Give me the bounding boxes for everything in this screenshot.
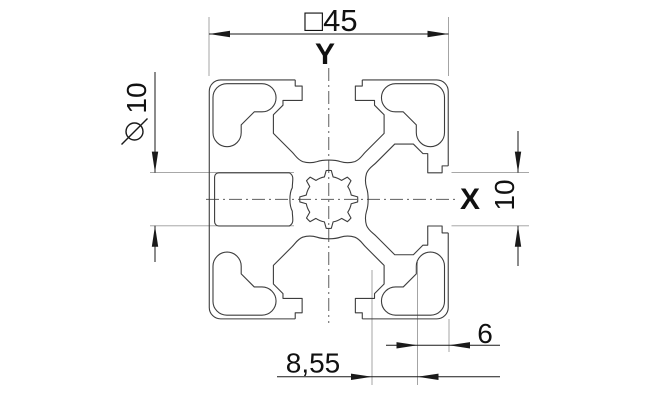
axis-x-label: X xyxy=(460,183,480,216)
edge-to-slot-label: 6 xyxy=(477,318,493,349)
center-to-slot-label: 8,55 xyxy=(286,348,341,379)
profile-outer-contour xyxy=(209,80,448,319)
centerlines xyxy=(206,68,455,323)
profile-cross-section xyxy=(209,80,448,319)
dimension-arrows xyxy=(151,30,522,380)
arrow-outer-size-left xyxy=(209,30,230,38)
slot-opening-label: 10 xyxy=(489,179,520,210)
corner-cavity-top-right xyxy=(381,84,444,147)
diameter-symbol-slash xyxy=(121,118,148,145)
corner-cavity-bottom-left xyxy=(213,252,276,315)
arrow-eight55-right xyxy=(417,373,439,380)
corner-cavity-bottom-right xyxy=(381,252,444,315)
corner-cavity-top-left xyxy=(213,84,276,147)
arrow-bore-lower xyxy=(151,225,159,247)
arrow-slot-lower xyxy=(514,225,522,247)
diameter-symbol-circle xyxy=(125,122,144,141)
arrow-six-right xyxy=(449,342,470,349)
bore-diameter-label: 10 xyxy=(121,82,152,113)
arrow-eight55-left xyxy=(351,373,372,380)
arrow-outer-size-right xyxy=(427,30,449,38)
left-chamber xyxy=(215,173,293,226)
outer-size-label: □45 xyxy=(304,3,357,38)
arrow-slot-upper xyxy=(514,151,522,173)
arrow-bore-upper xyxy=(151,151,159,173)
center-bore-spline xyxy=(300,170,358,228)
diameter-symbol-icon xyxy=(121,118,148,145)
arrow-six-left xyxy=(396,342,418,349)
t-slot-cavity-top xyxy=(273,80,384,163)
axis-y-label: Y xyxy=(315,38,335,71)
